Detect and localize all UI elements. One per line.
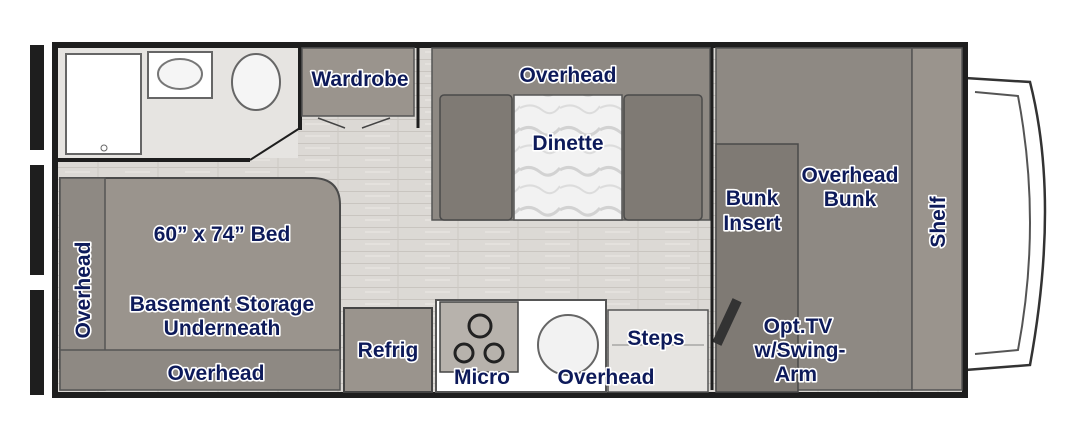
windshield: [974, 91, 1031, 355]
shower: [65, 53, 142, 155]
opt-tv-label-line3: Arm: [775, 363, 817, 386]
bunk-insert: [715, 143, 799, 393]
tv-swing-arm: [712, 298, 742, 346]
burner-icon: [483, 342, 505, 364]
overhead-dinette-label: Overhead: [520, 64, 617, 87]
cab-outline: [963, 76, 1047, 372]
opt-tv-label-line1: Opt.TV: [764, 315, 833, 338]
sink-icon: [157, 58, 203, 90]
rear-window-gap-2: [30, 275, 44, 290]
kitchen-sink-icon: [537, 314, 599, 376]
rear-wall: [30, 45, 44, 395]
dinette-bench-left: [439, 94, 513, 221]
wardrobe-door-right: [361, 117, 391, 129]
opt-tv-label-line2: w/Swing-: [754, 339, 846, 362]
overhead-bottom-left-cabinet: [59, 349, 341, 391]
burner-icon: [453, 342, 475, 364]
outer-wall: [52, 42, 968, 398]
overhead-bunk-label-line2: Bunk: [824, 188, 877, 211]
steps-label: Steps: [627, 327, 684, 350]
bunk-insert-label-line1: Bunk: [726, 187, 779, 210]
overhead-bottom-left-label: Overhead: [168, 362, 265, 385]
burner-icon: [467, 313, 493, 339]
dinette-bench-right: [623, 94, 703, 221]
steps: [607, 309, 709, 393]
shelf-label: Shelf: [927, 195, 950, 247]
refrig-label: Refrig: [358, 339, 419, 362]
bed: [59, 177, 341, 369]
toilet-icon: [231, 53, 281, 111]
basement-storage-label-line2: Underneath: [164, 317, 281, 340]
bed-label: 60” x 74” Bed: [154, 223, 291, 246]
dinette-label: Dinette: [532, 132, 603, 155]
bathroom-door-swing: [249, 127, 301, 161]
overhead-bunk-label-line1: Overhead: [802, 164, 899, 187]
refrig-cabinet: [343, 307, 433, 393]
wardrobe-cabinet: [301, 47, 415, 117]
overhead-bottom-mid-label: Overhead: [558, 366, 655, 389]
bunk-insert-label-line2: Insert: [723, 212, 780, 235]
dinette-table: [513, 94, 623, 221]
wardrobe-door-left: [317, 117, 346, 129]
wardrobe-label: Wardrobe: [311, 68, 408, 91]
shower-drain-icon: [100, 144, 108, 152]
overhead-left-label: Overhead: [72, 242, 95, 339]
micro-label: Micro: [454, 366, 510, 389]
shelf-cabinet: [911, 47, 963, 391]
rear-window-gap: [30, 150, 44, 165]
basement-storage-label-line1: Basement Storage: [130, 293, 314, 316]
